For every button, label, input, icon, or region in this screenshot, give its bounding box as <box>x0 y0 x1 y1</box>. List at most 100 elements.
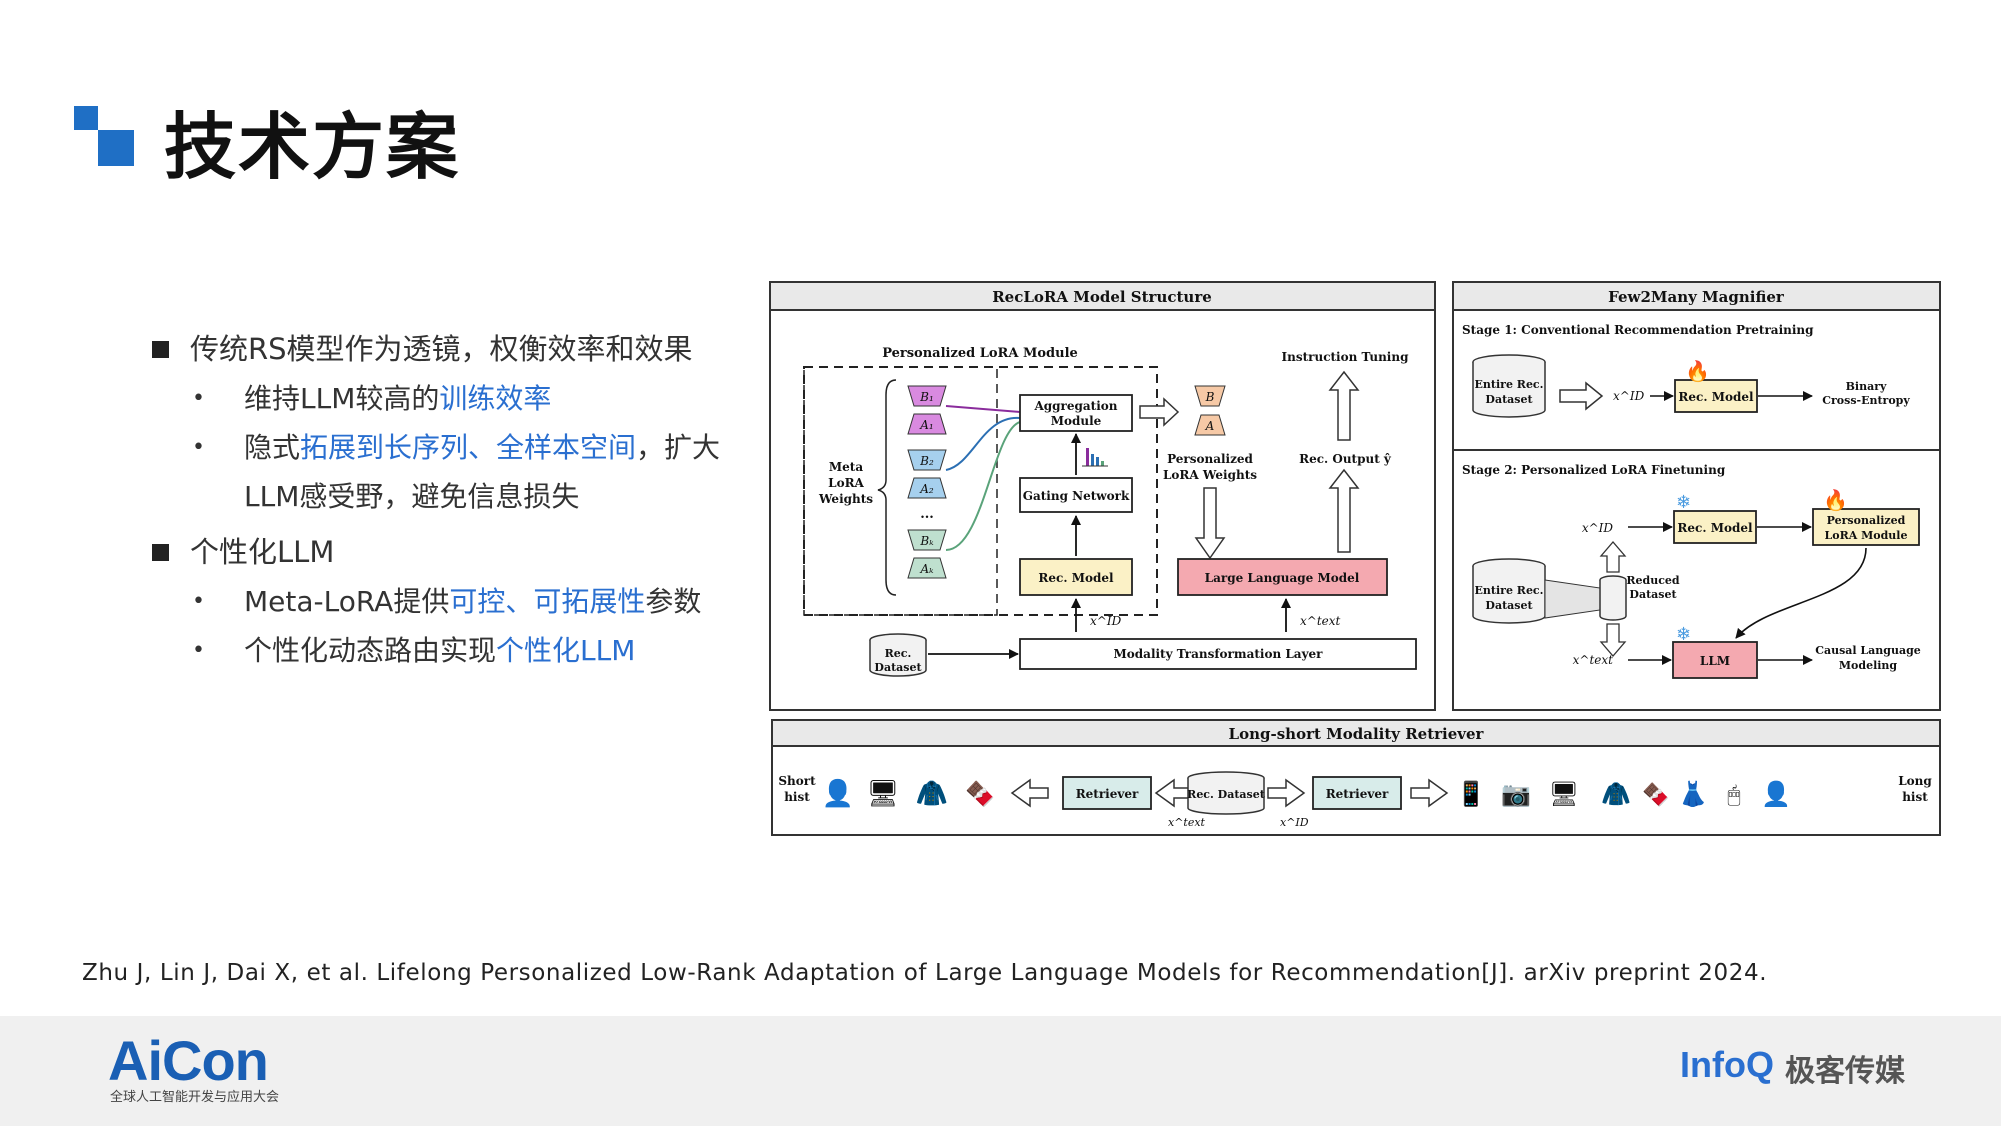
title-accent-icon <box>74 106 134 166</box>
mouse-icon: 🖱 <box>1727 783 1740 808</box>
retriever-panel: Long-short Modality Retriever Short hist… <box>771 719 1941 836</box>
phone-icon: 📱 <box>1456 780 1486 808</box>
svg-text:LLM: LLM <box>1700 654 1730 668</box>
large-language-model-box: Large Language Model <box>1177 558 1388 596</box>
chocolate-icon: 🍫 <box>965 780 995 808</box>
rec-dataset-cylinder-retriever: Rec. Dataset <box>1187 771 1266 815</box>
dot-bullet-icon: • <box>192 435 205 460</box>
jacket-icon: 🧥 <box>1601 780 1631 808</box>
user-icon: 👤 <box>822 778 854 809</box>
svg-text:Modality Transformation Layer: Modality Transformation Layer <box>1113 647 1323 661</box>
svg-text:Dataset: Dataset <box>1485 393 1533 406</box>
meta-lora-a1: A₁ <box>907 413 947 435</box>
highlight-text: 训练效率 <box>439 382 552 415</box>
svg-text:Binary: Binary <box>1846 380 1887 393</box>
highlight-text: 可控、可拓展性 <box>449 585 646 618</box>
rec-dataset-cylinder: Rec. Dataset <box>869 633 927 677</box>
svg-text:Entire Rec.: Entire Rec. <box>1475 378 1544 391</box>
personalized-lora-module-box: Personalized LoRA Module <box>1812 508 1920 546</box>
svg-text:LoRA Module: LoRA Module <box>1825 529 1908 542</box>
few2many-title: Few2Many Magnifier <box>1608 288 1785 306</box>
svg-text:A₁: A₁ <box>919 418 933 432</box>
svg-text:Rec. Dataset: Rec. Dataset <box>1187 788 1266 801</box>
citation: Zhu J, Lin J, Dai X, et al. Lifelong Per… <box>82 960 1768 986</box>
snowflake-icon: ❄ <box>1676 624 1691 645</box>
svg-text:Personalized: Personalized <box>1167 452 1253 466</box>
meta-lora-b1: B₁ <box>907 385 947 407</box>
retriever-box-right: Retriever <box>1312 776 1402 810</box>
reclora-title: RecLoRA Model Structure <box>992 288 1212 306</box>
page-title: 技术方案 <box>164 105 461 189</box>
square-bullet-icon <box>152 341 169 358</box>
reclora-panel: RecLoRA Model Structure Personalized LoR… <box>769 281 1436 711</box>
retriever-title: Long-short Modality Retriever <box>1229 725 1485 743</box>
few2many-panel: Few2Many Magnifier Stage 1: Conventional… <box>1452 281 1941 711</box>
svg-text:Retriever: Retriever <box>1076 787 1139 801</box>
svg-text:B: B <box>1205 390 1215 404</box>
architecture-figure: RecLoRA Model Structure Personalized LoR… <box>768 280 1943 837</box>
svg-text:x^ID: x^ID <box>1280 816 1309 829</box>
snowflake-icon: ❄ <box>1676 492 1691 513</box>
rec-model-box-stage2: Rec. Model <box>1673 510 1757 544</box>
svg-text:Dataset: Dataset <box>1485 599 1533 612</box>
infoq-logo: InfoQ <box>1680 1044 1774 1085</box>
entire-rec-dataset-cylinder-1: Entire Rec. Dataset <box>1472 354 1546 418</box>
instruction-tuning-label: Instruction Tuning <box>1282 350 1410 364</box>
svg-text:Short: Short <box>778 774 816 788</box>
bullet-2-sub-2: • 个性化动态路由实现个性化LLM <box>150 626 750 675</box>
footer: AiCon 全球人工智能开发与应用大会 InfoQ 极客传媒 <box>0 1016 2001 1126</box>
highlight-text: 个性化LLM <box>496 634 636 667</box>
rec-output-label: Rec. Output ŷ <box>1299 452 1392 466</box>
bullet-list: 传统RS模型作为透镜，权衡效率和效果 • 维持LLM较高的训练效率 • 隐式拓展… <box>150 324 750 675</box>
personalized-lora-module-label: Personalized LoRA Module <box>882 346 1078 361</box>
svg-text:x^text: x^text <box>1168 816 1206 829</box>
rec-model-box-stage1: Rec. Model <box>1674 379 1758 413</box>
svg-text:Aₖ: Aₖ <box>919 562 934 576</box>
modality-transformation-layer-box: Modality Transformation Layer <box>1019 638 1417 670</box>
dot-bullet-icon: • <box>192 589 205 614</box>
chocolate-icon: 🍫 <box>1642 782 1669 808</box>
dot-bullet-icon: • <box>192 386 205 411</box>
svg-text:A: A <box>1205 419 1215 433</box>
camera-icon: 📷 <box>1501 780 1531 808</box>
meta-lora-bk: Bₖ <box>907 529 947 551</box>
svg-text:Personalized: Personalized <box>1827 514 1906 527</box>
fire-icon: 🔥 <box>1823 488 1848 512</box>
svg-text:Long: Long <box>1898 774 1932 788</box>
gating-network-box: Gating Network <box>1019 477 1133 513</box>
aicon-logo: AiCon <box>108 1029 269 1092</box>
svg-text:Retriever: Retriever <box>1326 787 1389 801</box>
aicon-subtitle: 全球人工智能开发与应用大会 <box>110 1090 280 1105</box>
user-icon: 👤 <box>1761 780 1791 808</box>
svg-text:Rec. Model: Rec. Model <box>1038 571 1114 585</box>
monitor-icon: 🖥 <box>866 779 899 809</box>
llm-box-stage2: LLM <box>1672 641 1758 679</box>
x-id-label: x^ID <box>1090 614 1122 628</box>
meta-lora-b2: B₂ <box>907 449 947 471</box>
monitor-icon: 🖥 <box>1549 780 1579 808</box>
svg-text:Entire Rec.: Entire Rec. <box>1475 584 1544 597</box>
highlight-text: 拓展到长序列、全样本空间 <box>300 431 637 464</box>
svg-text:A₂: A₂ <box>919 482 934 496</box>
svg-text:Rec. Model: Rec. Model <box>1678 390 1754 404</box>
bullet-1-sub-2: • 隐式拓展到长序列、全样本空间，扩大 LLM感受野，避免信息损失 <box>150 423 750 521</box>
bullet-1-sub-1: • 维持LLM较高的训练效率 <box>150 374 750 423</box>
svg-text:Rec.: Rec. <box>885 647 912 660</box>
meta-lora-ak: Aₖ <box>907 557 947 579</box>
reduced-dataset-cylinder <box>1599 575 1627 621</box>
svg-text:hist: hist <box>784 790 810 804</box>
meta-lora-a2: A₂ <box>907 477 947 499</box>
svg-text:Modeling: Modeling <box>1839 659 1898 672</box>
stage2-label: Stage 2: Personalized LoRA Finetuning <box>1462 463 1726 477</box>
bullet-1: 传统RS模型作为透镜，权衡效率和效果 <box>150 324 750 374</box>
svg-text:Dataset: Dataset <box>874 661 922 674</box>
svg-text:Causal Language: Causal Language <box>1815 644 1921 657</box>
aggregation-module-box: Aggregation Module <box>1019 394 1133 432</box>
x-text-label: x^text <box>1300 614 1341 628</box>
svg-text:Bₖ: Bₖ <box>919 534 934 548</box>
svg-text:hist: hist <box>1902 790 1928 804</box>
svg-text:Aggregation: Aggregation <box>1033 399 1117 413</box>
svg-text:x^ID: x^ID <box>1613 389 1645 403</box>
personalized-lora-a: A <box>1194 414 1226 436</box>
bar-chart-icon <box>1082 448 1108 467</box>
